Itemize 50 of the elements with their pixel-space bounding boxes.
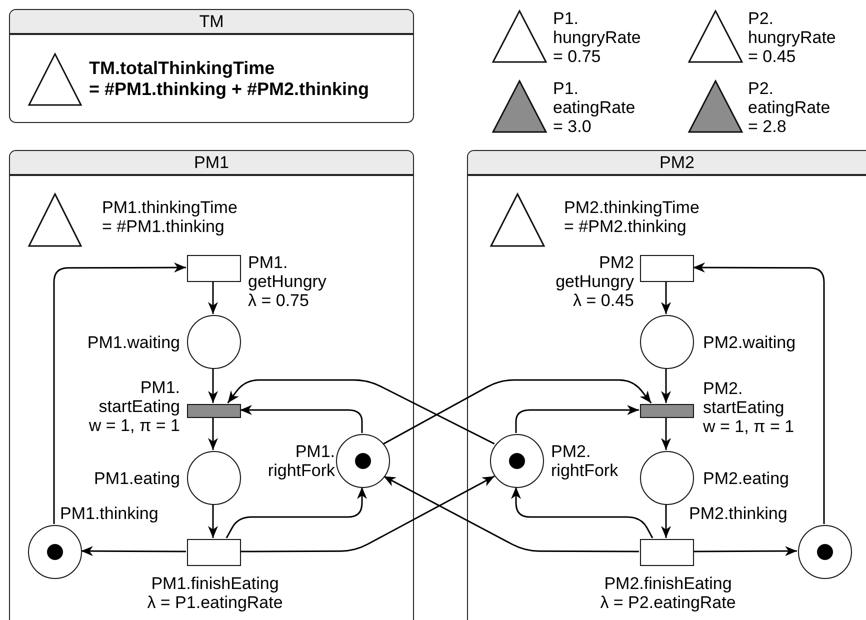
place-label: PM2.thinking bbox=[689, 504, 788, 523]
place-label: PM2.eating bbox=[703, 469, 790, 488]
place-label: PM1.eating bbox=[93, 469, 180, 488]
parameter-label: w = 1, π = 1 bbox=[88, 416, 180, 435]
transition-label: PM2.finishEating bbox=[603, 574, 733, 593]
arc-arrow bbox=[208, 417, 218, 450]
module-frame bbox=[9, 9, 414, 123]
transition-label: PM1.finishEating bbox=[150, 574, 280, 593]
arc-arrow bbox=[240, 476, 495, 552]
module-frame bbox=[9, 150, 414, 620]
place-label: PM1.thinking bbox=[60, 504, 160, 523]
arc-arrow bbox=[661, 368, 671, 403]
place-label: PM2.waiting bbox=[703, 333, 797, 352]
parameter-label: λ = 0.75 bbox=[248, 291, 310, 310]
rate-label: P2. eatingRate = 2.8 bbox=[748, 79, 832, 136]
reward-label: P2. hungryRate = 0.45 bbox=[748, 9, 837, 66]
arc-arrow bbox=[511, 487, 654, 538]
reward-label: PM2.thinkingTime = #PM2.thinking bbox=[564, 198, 700, 236]
module-title: PM1 bbox=[10, 151, 413, 176]
reward-label: P1. hungryRate = 0.75 bbox=[553, 9, 642, 66]
arc-arrow bbox=[661, 417, 671, 450]
parameter-label: λ = 0.45 bbox=[572, 291, 634, 310]
module-title: TM bbox=[10, 10, 413, 35]
place-label: PM1. rightFork bbox=[266, 442, 335, 480]
arc-arrow bbox=[53, 262, 186, 524]
arc-arrow bbox=[240, 405, 363, 433]
reward-label: PM1.thinkingTime = #PM1.thinking bbox=[102, 198, 238, 236]
reward-label: TM.totalThinkingTime bbox=[89, 58, 276, 79]
arc-arrow bbox=[383, 379, 652, 444]
arc-arrow bbox=[693, 546, 797, 556]
arc-arrow bbox=[383, 476, 639, 552]
place-label: PM1.waiting bbox=[86, 333, 180, 352]
arc-arrow bbox=[208, 281, 218, 314]
arc-arrow bbox=[661, 281, 671, 314]
arc-arrow bbox=[226, 487, 367, 538]
parameter-label: w = 1, π = 1 bbox=[703, 417, 796, 436]
arc-arrow bbox=[208, 504, 218, 538]
module-title: PM2 bbox=[468, 151, 866, 176]
place-label: PM2. rightFork bbox=[551, 442, 620, 480]
rate-label: P1. eatingRate = 3.0 bbox=[553, 79, 636, 136]
arc-arrow bbox=[693, 262, 825, 524]
parameter-label: λ = P2.eatingRate bbox=[599, 593, 737, 612]
arc-arrow bbox=[661, 504, 671, 538]
arc-arrow bbox=[227, 379, 495, 444]
arc-arrow bbox=[81, 546, 186, 556]
parameter-label: λ = P1.eatingRate bbox=[146, 593, 284, 612]
arc-arrow bbox=[515, 405, 639, 433]
parameter-label: = #PM1.thinking + #PM2.thinking bbox=[89, 79, 370, 100]
arc-arrow bbox=[208, 368, 218, 403]
module-frame bbox=[467, 150, 866, 620]
